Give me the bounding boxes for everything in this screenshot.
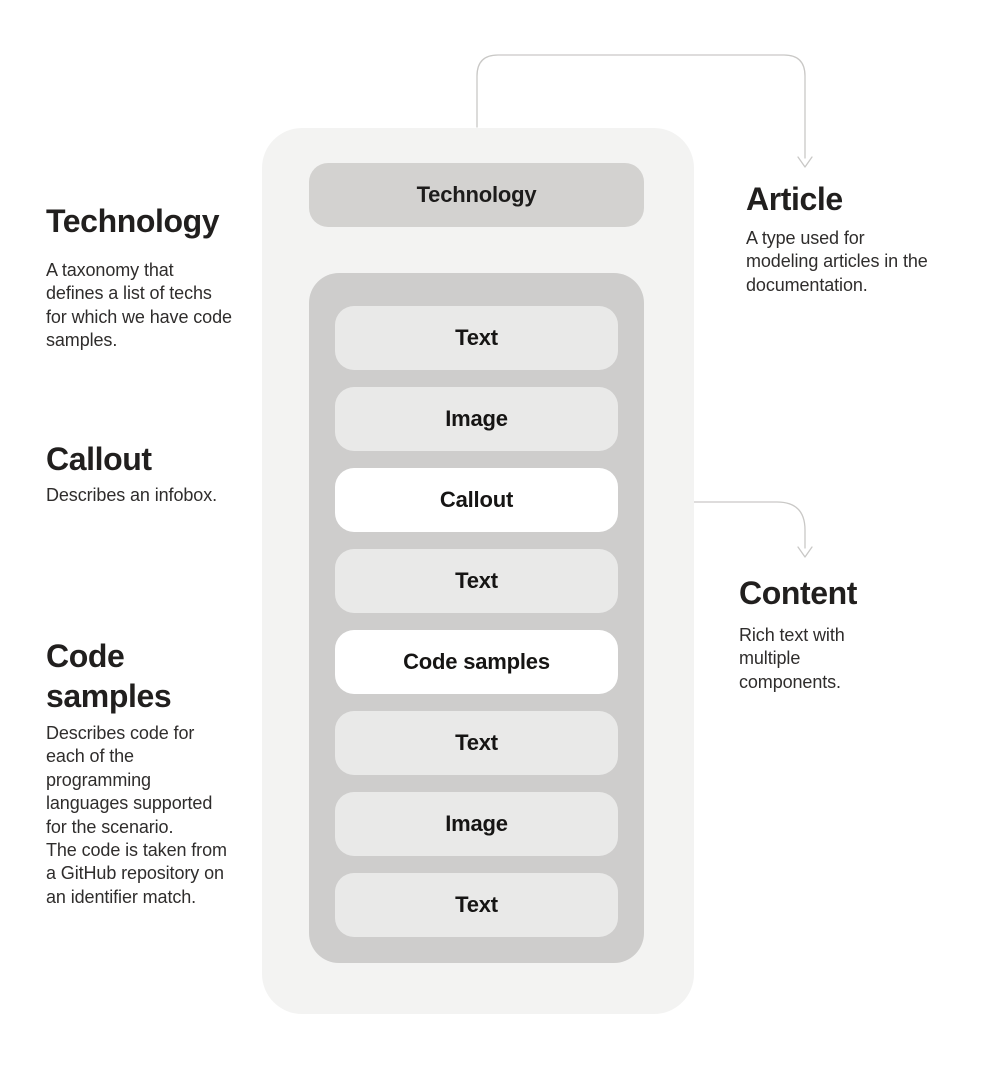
component-pill-image: Image [335, 387, 618, 451]
arrowhead-down-icon [797, 546, 813, 558]
annotation-heading-technology: Technology [46, 203, 220, 239]
annotation-body-code-samples: Describes code for each of the programmi… [46, 722, 227, 909]
component-pill-text: Text [335, 873, 618, 937]
card-header-technology: Technology [309, 163, 644, 227]
annotation-line: Rich text with [739, 625, 845, 645]
annotation-line: for which we have code [46, 306, 232, 327]
component-pill-text: Text [335, 711, 618, 775]
annotation-line: multiple [739, 648, 801, 669]
annotation-body-content: Rich text with multiple components. [739, 624, 845, 694]
arrowhead-down-icon [797, 156, 813, 168]
annotation-body-technology: A taxonomy that defines a list of techs … [46, 259, 232, 353]
annotation-body-callout: Describes an infobox. [46, 484, 217, 507]
component-pill-callout: Callout [335, 468, 618, 532]
component-pill-image: Image [335, 792, 618, 856]
annotation-line: samples. [46, 330, 118, 351]
annotation-line: Describes an infobox. [46, 485, 217, 505]
annotation-line: documentation. [746, 274, 868, 295]
annotation-heading-callout: Callout [46, 441, 152, 477]
annotation-line: a GitHub repository on [46, 863, 224, 884]
annotation-heading-content: Content [739, 575, 858, 611]
component-pill-text: Text [335, 549, 618, 613]
annotation-body-article: A type used for modeling articles in the… [746, 227, 928, 297]
annotation-line: for the scenario. [46, 816, 174, 837]
component-pill-text: Text [335, 306, 618, 370]
annotation-line: defines a list of techs [46, 283, 212, 304]
technology-card: Technology Text Image Callout Text Code … [262, 128, 694, 1014]
component-pill-code-samples: Code samples [335, 630, 618, 694]
annotation-line: The code is taken from [46, 840, 227, 861]
annotation-line: each of the [46, 746, 134, 767]
annotation-line: A taxonomy that [46, 260, 174, 280]
annotation-line: components. [739, 671, 841, 692]
annotation-line: modeling articles in the [746, 251, 928, 272]
annotation-line: Describes code for [46, 723, 195, 743]
content-components-container: Text Image Callout Text Code samples Tex… [309, 273, 644, 963]
annotation-line: programming [46, 769, 151, 790]
annotation-line: languages supported [46, 793, 213, 814]
annotation-heading-article: Article [746, 181, 843, 217]
annotation-heading-code-samples: Code samples [46, 638, 172, 714]
annotation-line: an identifier match. [46, 886, 197, 907]
annotation-line: A type used for [746, 228, 865, 248]
